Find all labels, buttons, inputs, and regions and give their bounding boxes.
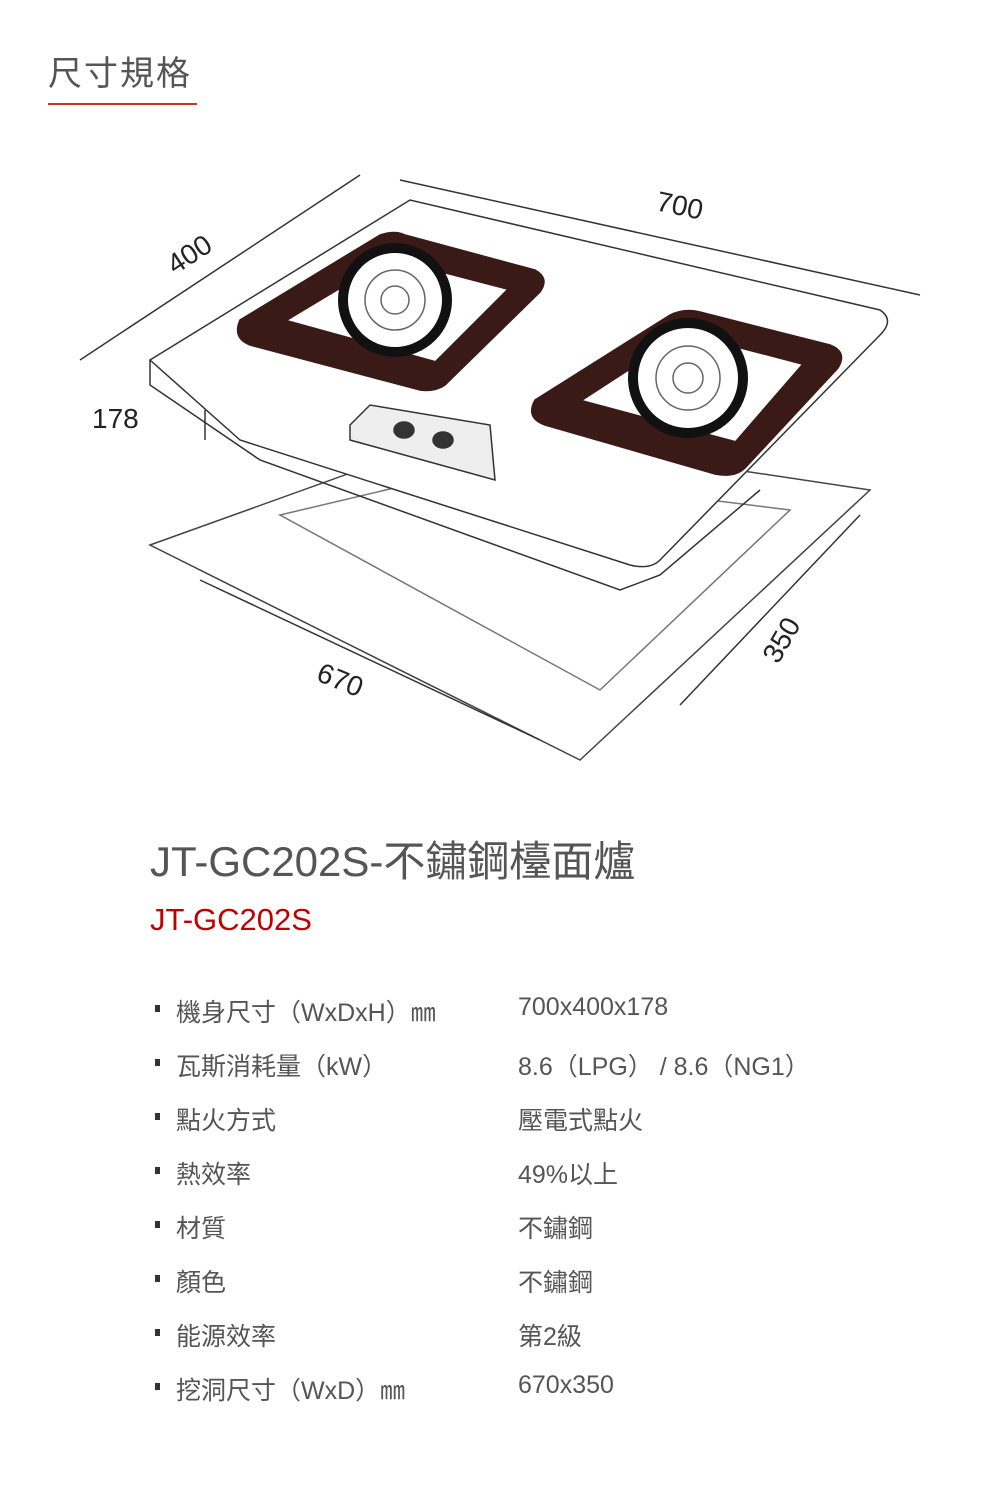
spec-value: 700x400x178 xyxy=(518,993,669,1021)
spec-value: 670x350 xyxy=(518,1371,614,1399)
spec-value: 8.6（LPG） / 8.6（NG1） xyxy=(518,1053,810,1081)
spec-value: 壓電式點火 xyxy=(518,1107,644,1135)
section-heading: 尺寸規格 xyxy=(48,54,192,94)
dim-400: 400 xyxy=(161,229,217,280)
spec-label: 點火方式 xyxy=(176,1107,277,1135)
bullet-icon xyxy=(155,1221,160,1228)
spec-value: 第2級 xyxy=(518,1323,582,1351)
spec-label: 瓦斯消耗量（kW） xyxy=(176,1053,388,1081)
dimension-diagram: 700 400 178 350 670 xyxy=(79,174,921,761)
cooktop-side xyxy=(149,360,761,591)
bullet-icon xyxy=(155,1383,160,1390)
spec-value: 不鏽鋼 xyxy=(518,1269,594,1297)
bullet-icon xyxy=(155,1005,160,1012)
spec-label: 機身尺寸（WxDxH）㎜ xyxy=(176,999,436,1027)
spec-value: 不鏽鋼 xyxy=(518,1215,594,1243)
dim-700: 700 xyxy=(654,186,706,226)
bullet-icon xyxy=(155,1113,160,1120)
left-burner-ring xyxy=(338,243,452,357)
heading-underline xyxy=(48,103,197,105)
bullet-icon xyxy=(155,1167,160,1174)
spec-label: 顏色 xyxy=(176,1269,227,1297)
spec-label: 熱效率 xyxy=(176,1161,252,1189)
spec-label: 挖洞尺寸（WxD）㎜ xyxy=(176,1377,406,1405)
dim-670: 670 xyxy=(313,657,368,703)
spec-label: 材質 xyxy=(176,1215,227,1243)
spec-value: 49%以上 xyxy=(518,1161,619,1189)
right-burner-ring xyxy=(628,318,748,438)
bullet-icon xyxy=(155,1059,160,1066)
bullet-icon xyxy=(155,1275,160,1282)
control-panel xyxy=(349,404,496,482)
bullet-icon xyxy=(155,1329,160,1336)
knob-left xyxy=(393,421,415,439)
knob-right xyxy=(432,431,454,449)
product-title: JT-GC202S-不鏽鋼檯面爐 xyxy=(150,838,636,885)
dim-350: 350 xyxy=(756,612,806,668)
product-model: JT-GC202S xyxy=(150,902,312,937)
spec-label: 能源效率 xyxy=(176,1323,277,1351)
dim-178: 178 xyxy=(92,403,139,434)
